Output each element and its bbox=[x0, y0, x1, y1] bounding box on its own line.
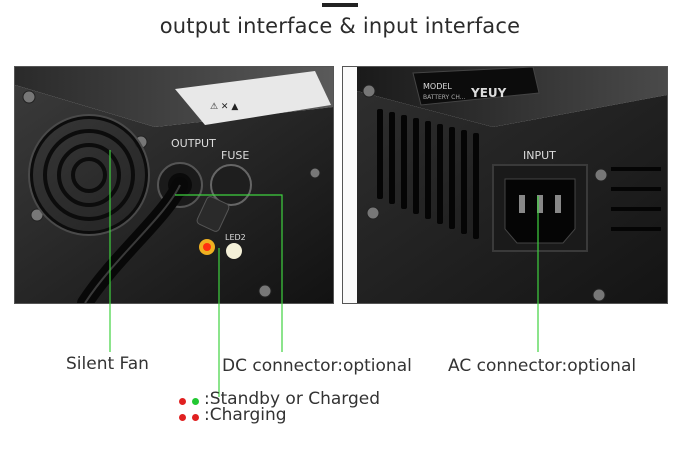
green-dot-icon bbox=[192, 398, 199, 405]
silent-fan-label: Silent Fan bbox=[66, 354, 149, 374]
red-dot-icon bbox=[179, 398, 186, 405]
fuse-panel-label: FUSE bbox=[221, 149, 249, 162]
page-title: output interface & input interface bbox=[159, 14, 521, 38]
led2-label: LED2 bbox=[225, 233, 246, 242]
red-dot-icon bbox=[192, 414, 199, 421]
dc-connector-label: DC connector:optional bbox=[222, 356, 412, 376]
output-interface-photo: ⚠ ✕ ▲ OUTPUT FUSE LED2 bbox=[14, 66, 334, 304]
input-panel-label: INPUT bbox=[523, 149, 556, 162]
charging-legend-text: :Charging bbox=[204, 405, 287, 425]
output-panel-label: OUTPUT bbox=[171, 137, 216, 150]
svg-text:⚠ ✕ ▲: ⚠ ✕ ▲ bbox=[210, 102, 238, 112]
top-accent-bar bbox=[322, 3, 358, 7]
standby-legend-text: :Standby or Charged bbox=[204, 389, 381, 409]
ac-connector-label: AC connector:optional bbox=[448, 356, 637, 376]
input-interface-photo: MODEL BATTERY CH... YEUY INPUT bbox=[342, 66, 668, 304]
model-text: MODEL bbox=[423, 82, 452, 91]
red-dot-icon bbox=[179, 414, 186, 421]
brand-text: YEUY bbox=[470, 86, 507, 100]
battery-charger-text: BATTERY CH... bbox=[423, 94, 466, 101]
